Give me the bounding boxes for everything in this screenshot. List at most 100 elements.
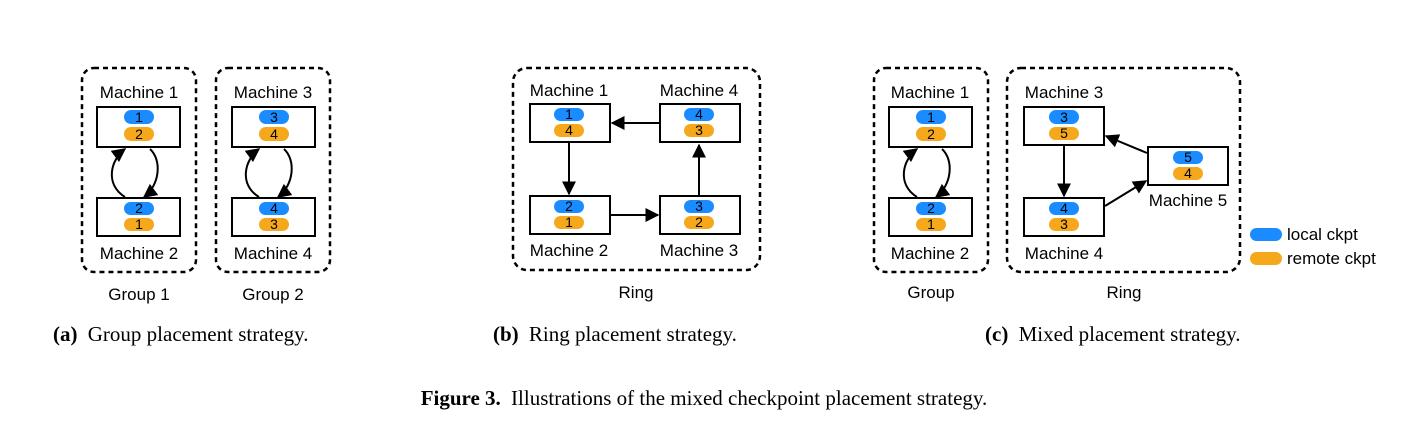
panel-a: Machine 1 1 2 2 1 Machine 2 Machine 3 3 … bbox=[53, 66, 332, 346]
remote-ckpt-pill bbox=[1173, 167, 1203, 180]
local-ckpt-id: 2 bbox=[135, 200, 143, 216]
group-1-boundary bbox=[80, 66, 198, 274]
arrow bbox=[142, 148, 159, 198]
local-ckpt-pill bbox=[1049, 110, 1079, 124]
local-ckpt-pill bbox=[124, 110, 154, 124]
remote-ckpt-id: 4 bbox=[1184, 165, 1192, 181]
arrow bbox=[934, 148, 951, 198]
machine-label: Machine 2 bbox=[891, 244, 969, 263]
group-label: Group 2 bbox=[242, 285, 303, 304]
local-ckpt-id: 4 bbox=[1060, 200, 1068, 216]
group-label: Group 1 bbox=[108, 285, 169, 304]
local-ckpt-id: 1 bbox=[135, 109, 143, 125]
caption-text: Mixed placement strategy. bbox=[1019, 322, 1241, 346]
remote-ckpt-id: 4 bbox=[270, 126, 278, 142]
local-ckpt-pill bbox=[1049, 202, 1079, 215]
local-ckpt-pill bbox=[554, 200, 584, 213]
local-ckpt-id: 3 bbox=[270, 109, 278, 125]
local-ckpt-id: 1 bbox=[565, 106, 573, 122]
local-ckpt-id: 5 bbox=[1184, 149, 1192, 165]
caption-text: Ring placement strategy. bbox=[529, 322, 737, 346]
legend: local ckpt remote ckpt bbox=[1250, 225, 1376, 268]
local-ckpt-id: 3 bbox=[1060, 109, 1068, 125]
group-label: Ring bbox=[619, 283, 654, 302]
machine-label: Machine 4 bbox=[234, 244, 312, 263]
figure-text: Illustrations of the mixed checkpoint pl… bbox=[511, 386, 987, 410]
remote-ckpt-id: 3 bbox=[270, 216, 278, 232]
subfigure-caption: (a) Group placement strategy. bbox=[53, 322, 309, 346]
machine-label: Machine 4 bbox=[660, 81, 738, 100]
group-2-boundary bbox=[214, 66, 332, 274]
arrow bbox=[244, 148, 261, 198]
remote-ckpt-pill bbox=[684, 124, 714, 137]
remote-ckpt-id: 4 bbox=[565, 122, 573, 138]
subfigure-caption: (b) Ring placement strategy. bbox=[493, 322, 737, 346]
remote-ckpt-pill bbox=[1049, 127, 1079, 140]
legend-remote-swatch bbox=[1250, 252, 1282, 265]
remote-ckpt-pill bbox=[124, 218, 154, 231]
remote-ckpt-id: 5 bbox=[1060, 125, 1068, 141]
remote-ckpt-pill bbox=[259, 218, 289, 231]
local-ckpt-id: 4 bbox=[270, 200, 278, 216]
panel-c: Machine 1 1 2 2 1 Machine 2 Machine 3 3 … bbox=[872, 66, 1376, 346]
local-ckpt-pill bbox=[259, 110, 289, 124]
local-ckpt-pill bbox=[1173, 151, 1203, 164]
local-ckpt-id: 1 bbox=[927, 109, 935, 125]
machine-label: Machine 1 bbox=[100, 83, 178, 102]
remote-ckpt-id: 3 bbox=[695, 122, 703, 138]
ring-boundary bbox=[1005, 66, 1242, 274]
arrow bbox=[110, 148, 127, 198]
remote-ckpt-pill bbox=[684, 216, 714, 229]
local-ckpt-pill bbox=[916, 110, 946, 124]
remote-ckpt-pill bbox=[124, 127, 154, 141]
caption-text: Group placement strategy. bbox=[88, 322, 309, 346]
machine-label: Machine 3 bbox=[234, 83, 312, 102]
remote-ckpt-pill bbox=[916, 218, 946, 231]
subfigure-caption: (c) Mixed placement strategy. bbox=[985, 322, 1241, 346]
arrow bbox=[1104, 180, 1148, 207]
figure-caption: Figure 3. Illustrations of the mixed che… bbox=[421, 386, 988, 410]
local-ckpt-pill bbox=[554, 108, 584, 121]
arrow bbox=[902, 148, 919, 198]
machine-label: Machine 2 bbox=[530, 241, 608, 260]
panel-b: Machine 1 1 4 Machine 4 4 3 2 1 Machine … bbox=[493, 66, 762, 346]
remote-ckpt-pill bbox=[554, 216, 584, 229]
local-ckpt-pill bbox=[684, 200, 714, 213]
local-ckpt-pill bbox=[916, 202, 946, 215]
group-boundary bbox=[872, 66, 990, 274]
arrow bbox=[276, 148, 293, 198]
remote-ckpt-id: 3 bbox=[1060, 216, 1068, 232]
group-label: Group bbox=[907, 283, 954, 302]
local-ckpt-pill bbox=[259, 202, 289, 215]
arrow bbox=[1104, 134, 1148, 154]
ring-boundary bbox=[511, 66, 762, 272]
remote-ckpt-pill bbox=[916, 127, 946, 141]
remote-ckpt-pill bbox=[1049, 218, 1079, 231]
machine-label: Machine 3 bbox=[1025, 83, 1103, 102]
group-label: Ring bbox=[1107, 283, 1142, 302]
local-ckpt-id: 3 bbox=[695, 198, 703, 214]
local-ckpt-pill bbox=[684, 108, 714, 121]
remote-ckpt-id: 2 bbox=[927, 126, 935, 142]
figure-label: Figure 3. bbox=[421, 386, 501, 410]
remote-ckpt-id: 1 bbox=[927, 216, 935, 232]
legend-local-swatch bbox=[1250, 228, 1282, 241]
legend-remote-label: remote ckpt bbox=[1287, 249, 1376, 268]
machine-label: Machine 2 bbox=[100, 244, 178, 263]
remote-ckpt-pill bbox=[259, 127, 289, 141]
local-ckpt-pill bbox=[124, 202, 154, 215]
caption-label: (a) bbox=[53, 322, 78, 346]
remote-ckpt-id: 2 bbox=[135, 126, 143, 142]
remote-ckpt-pill bbox=[554, 124, 584, 137]
local-ckpt-id: 2 bbox=[927, 200, 935, 216]
machine-label: Machine 4 bbox=[1025, 244, 1103, 263]
machine-label: Machine 5 bbox=[1149, 191, 1227, 210]
machine-label: Machine 1 bbox=[891, 83, 969, 102]
local-ckpt-id: 4 bbox=[695, 106, 703, 122]
machine-label: Machine 3 bbox=[660, 241, 738, 260]
caption-label: (c) bbox=[985, 322, 1008, 346]
legend-local-label: local ckpt bbox=[1287, 225, 1358, 244]
remote-ckpt-id: 1 bbox=[135, 216, 143, 232]
remote-ckpt-id: 2 bbox=[695, 214, 703, 230]
